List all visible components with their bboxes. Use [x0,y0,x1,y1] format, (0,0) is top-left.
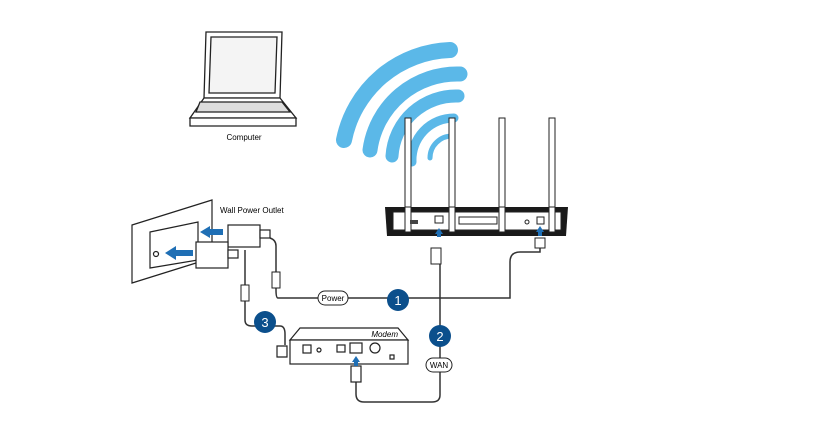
svg-text:3: 3 [261,315,268,330]
wan-cable-plug-icon [430,247,442,265]
wall-outlet-icon [131,199,213,284]
svg-text:2: 2 [436,329,443,344]
wan-tag [425,357,453,373]
ferrite-core-icon [240,284,250,302]
router-icon [385,117,568,236]
plug-in-arrows-icon [165,226,223,260]
power-plug-icon [534,237,546,249]
step-badge-2: 2 [429,325,451,347]
wall-outlet-label: Wall Power Outlet [220,206,285,215]
cables [244,237,541,403]
wan-label: WAN [430,361,449,370]
power-label: Power [322,294,345,303]
step-badge-1: 1 [387,289,409,311]
computer-label: Computer [226,133,261,142]
wifi-waves-icon [336,42,468,167]
router-arrows-icon [435,226,544,237]
step-badge-3: 3 [254,311,276,333]
svg-text:1: 1 [394,293,401,308]
power-tag [317,290,349,306]
ferrite-core-icon [271,271,281,289]
modem-icon [276,327,410,383]
modem-arrow-icon [352,356,360,366]
power-adapters-icon [195,224,271,269]
modem-label: Modem [371,330,398,339]
computer-icon [188,31,298,127]
